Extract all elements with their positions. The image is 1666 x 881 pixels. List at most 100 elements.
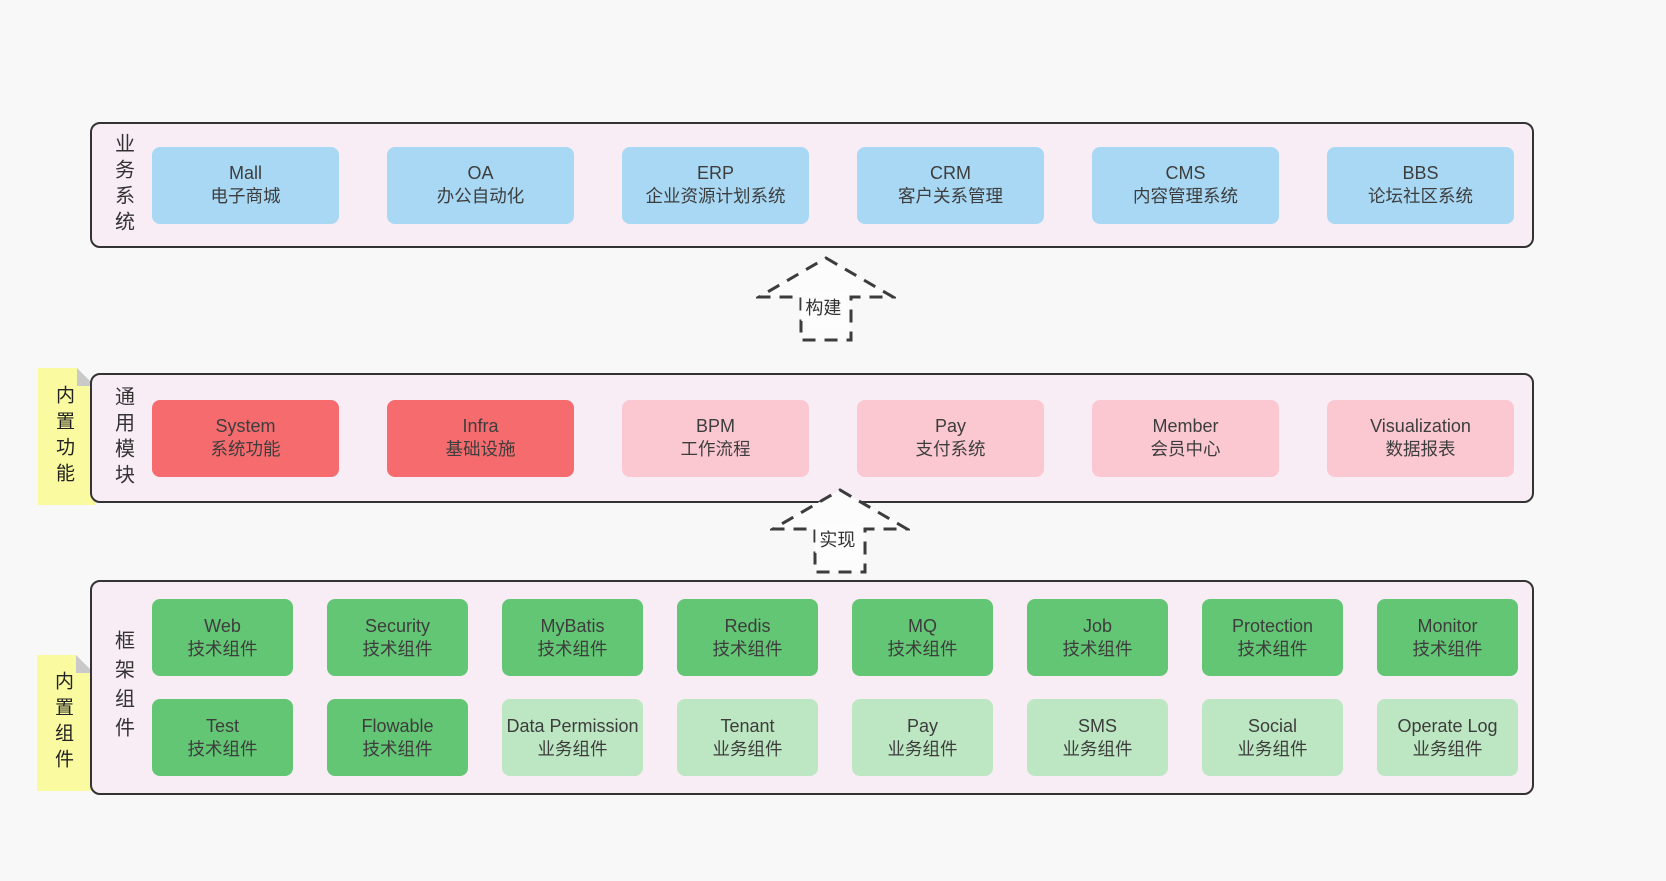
box-title: Redis <box>724 615 771 636</box>
box-subtitle: 电子商城 <box>210 186 281 206</box>
box-subtitle: 技术组件 <box>362 638 433 659</box>
box-visualization: Visualization 数据报表 <box>1327 399 1514 477</box>
box-subtitle: 业务组件 <box>1237 738 1308 759</box>
box-bpm: BPM 工作流程 <box>622 399 809 477</box>
box-title: Data Permission <box>506 715 639 736</box>
box-title: CMS <box>1165 163 1206 183</box>
arrow-build: 构建 <box>756 255 896 343</box>
box-subtitle: 工作流程 <box>680 439 751 459</box>
box-title: Visualization <box>1370 416 1471 436</box>
layer-modules-label: 通用模块 <box>111 386 134 490</box>
layer-business-systems: 业务系统 Mall 电子商城 OA 办公自动化 ERP 企业资源计划系统 CRM 客户关系管理… <box>90 122 1534 248</box>
box-subtitle: 企业资源计划系统 <box>645 186 786 206</box>
box-title: OA <box>467 163 494 183</box>
box-title: SMS <box>1077 715 1117 736</box>
box-subtitle: 客户关系管理 <box>898 186 1003 206</box>
sticky-note-text: 内置功能 <box>53 384 74 489</box>
box-oa: OA 办公自动化 <box>387 146 574 224</box>
box-title: Test <box>205 715 239 736</box>
box-subtitle: 数据报表 <box>1385 439 1456 459</box>
layer-common-modules: 通用模块 System 系统功能 Infra 基础设施 BPM 工作流程 Pay 支付系统 Me… <box>90 373 1534 503</box>
box-subtitle: 系统功能 <box>210 439 281 459</box>
box-subtitle: 技术组件 <box>1062 638 1133 659</box>
box-subtitle: 业务组件 <box>1412 738 1483 759</box>
box-subtitle: 技术组件 <box>1412 638 1483 659</box>
arrow-build-label: 构建 <box>801 293 846 321</box>
box-subtitle: 支付系统 <box>915 439 986 459</box>
box-subtitle: 业务组件 <box>712 738 783 759</box>
box-subtitle: 技术组件 <box>187 638 258 659</box>
box-title: CRM <box>930 163 971 183</box>
box-subtitle: 技术组件 <box>537 638 608 659</box>
box-title: BPM <box>695 416 735 436</box>
layer-components-label: 框架组件 <box>111 629 134 746</box>
box-subtitle: 技术组件 <box>362 738 433 759</box>
box-subtitle: 内容管理系统 <box>1133 186 1238 206</box>
box-title: System <box>215 416 276 436</box>
box-title: Web <box>204 615 241 636</box>
box-title: Flowable <box>361 715 434 736</box>
box-cms: CMS 内容管理系统 <box>1092 146 1279 224</box>
box-title: Job <box>1082 615 1113 636</box>
box-subtitle: 技术组件 <box>1237 638 1308 659</box>
layer-business-boxes: Mall 电子商城 OA 办公自动化 ERP 企业资源计划系统 CRM 客户关系管理 CMS 内容… <box>152 124 1532 246</box>
sticky-note-builtin-features: 内置功能 <box>38 368 95 505</box>
box-title: MyBatis <box>540 615 605 636</box>
box-title: Tenant <box>720 715 775 736</box>
layer-business-label: 业务系统 <box>111 133 134 237</box>
box-subtitle: 技术组件 <box>887 638 958 659</box>
box-bbs: BBS 论坛社区系统 <box>1327 146 1514 224</box>
box-title: Operate Log <box>1397 715 1498 736</box>
box-erp: ERP 企业资源计划系统 <box>622 146 809 224</box>
box-subtitle: 技术组件 <box>187 738 258 759</box>
box-infra: Infra 基础设施 <box>387 399 574 477</box>
box-subtitle: 论坛社区系统 <box>1368 186 1473 206</box>
box-title: Protection <box>1231 615 1314 636</box>
box-subtitle: 业务组件 <box>1062 738 1133 759</box>
box-title: ERP <box>696 163 734 183</box>
box-title: BBS <box>1402 163 1439 183</box>
box-title: Social <box>1247 715 1298 736</box>
box-title: Pay <box>906 715 939 736</box>
box-subtitle: 会员中心 <box>1150 439 1221 459</box>
box-title: Monitor <box>1417 615 1478 636</box>
arrow-implement: 实现 <box>770 487 910 575</box>
box-subtitle: 技术组件 <box>712 638 783 659</box>
layer-modules-boxes: System 系统功能 Infra 基础设施 BPM 工作流程 Pay 支付系统 Member 会… <box>152 375 1532 501</box>
box-system: System 系统功能 <box>152 399 339 477</box>
box-title: Mall <box>228 163 262 183</box>
box-title: Pay <box>934 416 967 436</box>
box-subtitle: 基础设施 <box>445 439 516 459</box>
sticky-note-builtin-components: 内置组件 <box>37 655 94 791</box>
box-subtitle: 业务组件 <box>887 738 958 759</box>
box-pay: Pay 支付系统 <box>857 399 1044 477</box>
sticky-note-text: 内置组件 <box>52 671 73 775</box>
box-crm: CRM 客户关系管理 <box>857 146 1044 224</box>
box-member: Member 会员中心 <box>1092 399 1279 477</box>
box-title: Member <box>1152 416 1219 436</box>
box-title: Security <box>364 615 431 636</box>
box-subtitle: 业务组件 <box>537 738 608 759</box>
box-title: Infra <box>462 416 499 436</box>
arrow-implement-label: 实现 <box>815 525 860 553</box>
box-subtitle: 办公自动化 <box>436 186 525 206</box>
